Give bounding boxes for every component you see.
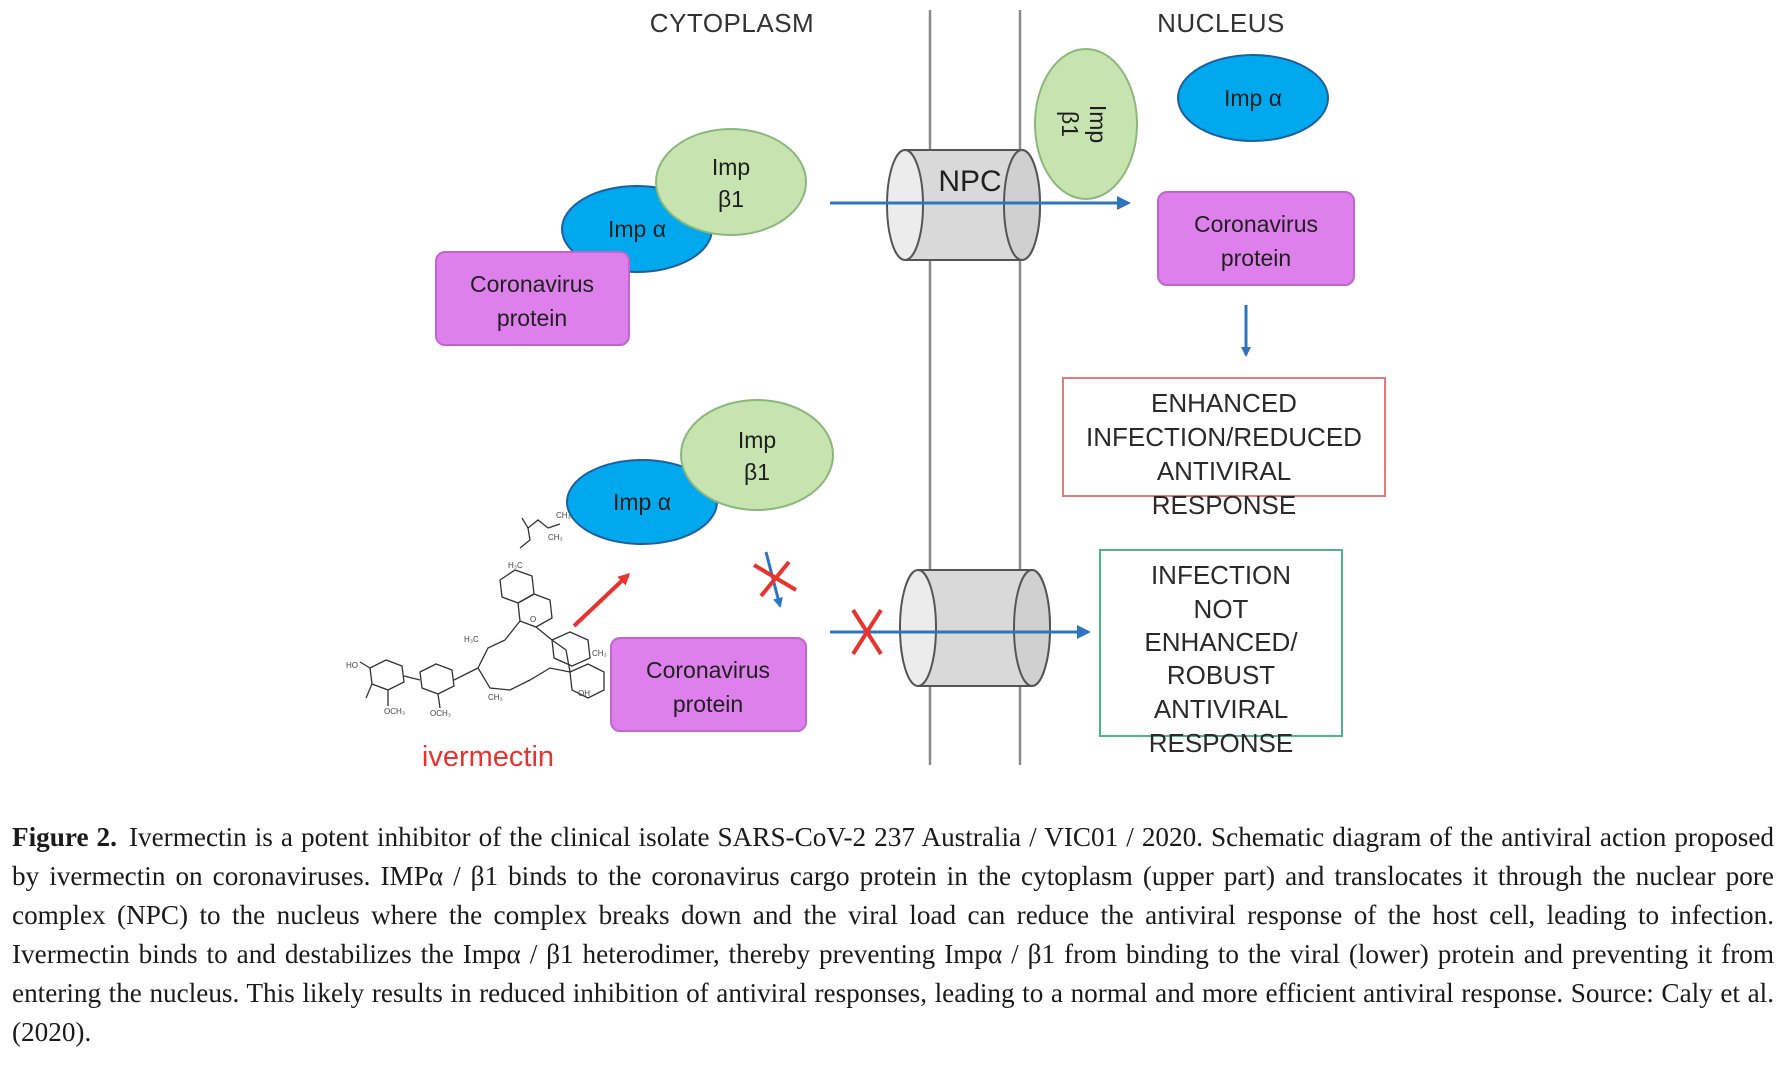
blocked-transport-marker [851,608,883,656]
cargo-upper-cytoplasm: Coronavirus protein [435,251,630,346]
imp-beta-upper-label-2: β1 [718,186,744,212]
outcome-bottom-line-5: ANTIVIRAL [1154,694,1288,724]
outcome-bottom-line-4: ROBUST [1167,660,1275,690]
ivermectin-structure [359,517,605,709]
svg-text:H₃C: H₃C [464,635,479,644]
npc-lower [899,569,1051,687]
outcome-top-line-1: ENHANCED [1151,388,1297,418]
imp-beta-nucleus: Imp β1 [1034,48,1138,200]
figure-label: Figure 2. [12,822,117,852]
ivermectin-binding-arrow [572,572,631,628]
outcome-bottom-line-2: NOT [1194,594,1249,624]
imp-alpha-upper-label: Imp α [608,216,666,242]
imp-alpha-nucleus: Imp α [1177,54,1329,142]
lower-importin-complex: Imp α Imp β1 [566,399,834,545]
imp-beta-lower [680,399,834,511]
svg-text:CH₃: CH₃ [556,511,571,520]
cargo-lower-line2: protein [673,691,743,717]
figure-caption-text: Ivermectin is a potent inhibitor of the … [12,822,1775,1047]
cargo-lower-line1: Coronavirus [646,657,770,683]
cargo-nucleus: Coronavirus protein [1157,191,1355,286]
imp-beta-upper-label-1: Imp [712,154,750,180]
svg-text:CH₃: CH₃ [488,693,503,702]
cargo-upper-left-line1: Coronavirus [470,271,594,297]
outcome-box-robust-response: INFECTION NOT ENHANCED/ ROBUST ANTIVIRAL… [1099,549,1343,758]
imp-beta-upper [655,128,807,236]
figure-caption: Figure 2. Ivermectin is a potent inhibit… [12,818,1774,1052]
outcome-bottom-line-1: INFECTION [1151,560,1291,590]
outcome-box-enhanced-infection: ENHANCED INFECTION/REDUCED ANTIVIRAL RES… [1062,377,1386,520]
svg-text:O: O [530,615,536,624]
outcome-bottom-line-6: RESPONSE [1149,728,1294,758]
svg-text:HO: HO [346,661,358,670]
outcome-bottom-line-3: ENHANCED/ [1144,627,1298,657]
cargo-nucleus-line2: protein [1221,245,1291,271]
svg-text:CH₃: CH₃ [592,649,607,658]
imp-beta-nucleus-label-1: Imp [1085,105,1111,143]
npc-label: NPC [938,165,1001,198]
blocked-binding-marker [752,551,798,608]
cargo-upper-left-line2: protein [497,305,567,331]
outcome-top-line-2: INFECTION/REDUCED [1086,422,1362,452]
svg-text:CH₃: CH₃ [548,533,563,542]
cargo-box-upper-left [435,251,630,346]
npc-upper: NPC [886,149,1041,261]
ivermectin-label: ivermectin [422,741,554,773]
outcome-top-line-4: RESPONSE [1152,490,1297,520]
cargo-nucleus-line1: Coronavirus [1194,211,1318,237]
outcome-top-line-3: ANTIVIRAL [1157,456,1291,486]
upper-importin-complex: Imp α Imp β1 [561,128,807,273]
nucleus-label: NUCLEUS [1157,8,1285,38]
ivermectin-atom-labels: CH₃ CH₃ H₃C H₃C CH₃ OH HO OCH₃ OCH₃ CH₃ … [346,511,607,718]
svg-text:OH: OH [578,689,590,698]
schematic-diagram: CYTOPLASM NUCLEUS Imp α Imp β1 Coronavir… [346,8,1386,773]
imp-beta-nucleus-label-2: β1 [1057,111,1083,137]
imp-alpha-nucleus-label: Imp α [1224,85,1282,111]
cytoplasm-label: CYTOPLASM [650,8,814,38]
imp-alpha-lower-label: Imp α [613,489,671,515]
cargo-lower-cytoplasm: Coronavirus protein [610,637,807,732]
imp-beta-lower-label-1: Imp [738,427,776,453]
svg-text:OCH₃: OCH₃ [430,709,451,718]
svg-text:H₃C: H₃C [508,561,523,570]
svg-text:OCH₃: OCH₃ [384,707,405,716]
imp-beta-lower-label-2: β1 [744,459,770,485]
